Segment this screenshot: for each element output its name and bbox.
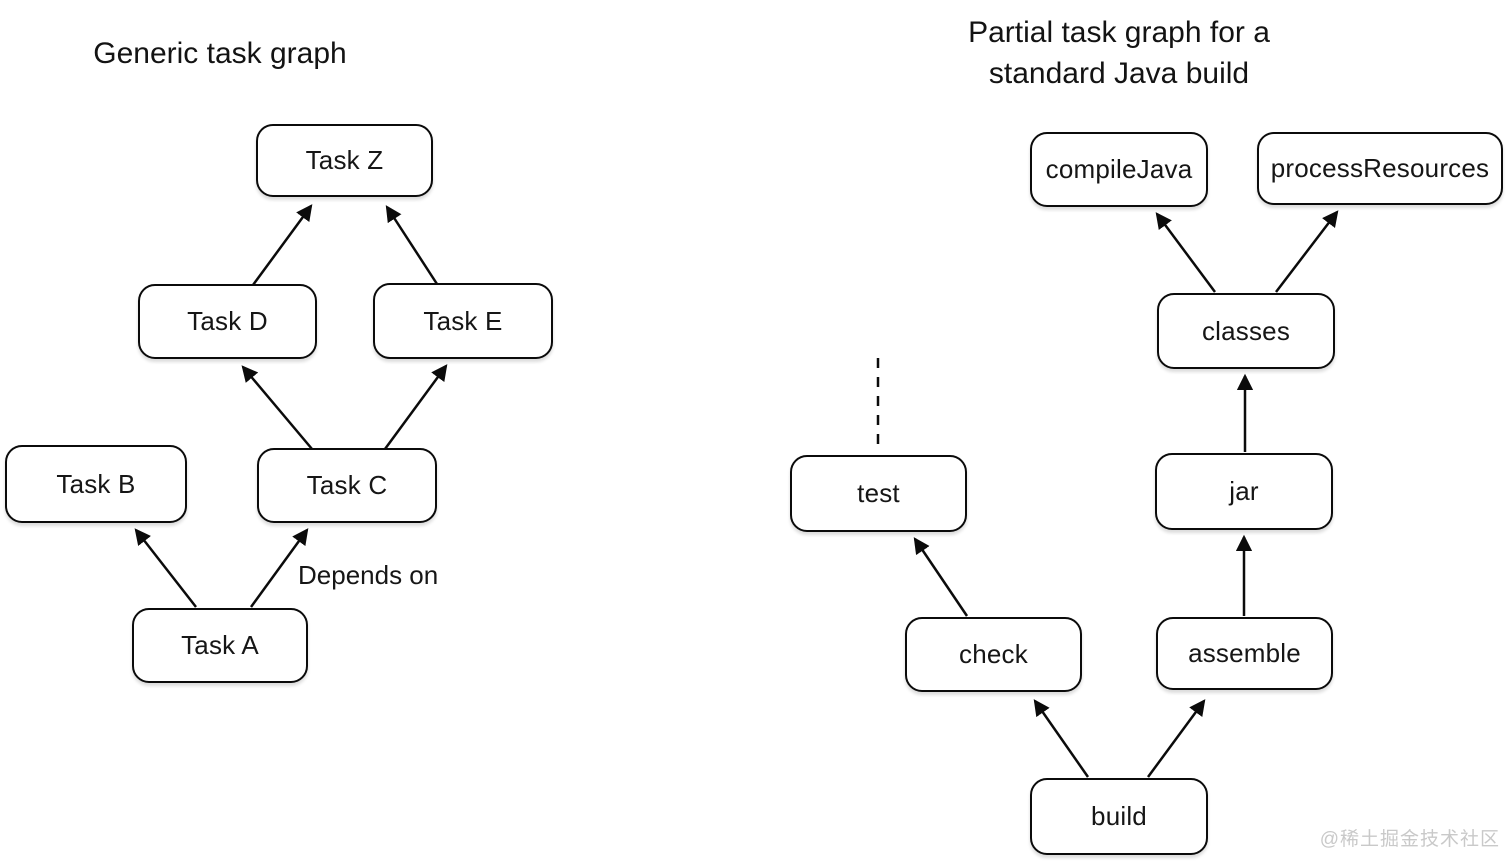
node-label: Task Z [305, 145, 384, 175]
juejin-watermark: @稀土掘金技术社区 [1319, 829, 1500, 850]
node-classes: classes [1157, 293, 1335, 369]
node-task-a: Task A [132, 608, 308, 683]
node-task-z: Task Z [256, 124, 433, 197]
node-task-d: Task D [138, 284, 317, 359]
node-label: Task A [181, 630, 259, 660]
arrow-build-to-check [1033, 699, 1090, 778]
node-label: classes [1201, 315, 1291, 346]
node-label: assemble [1188, 638, 1301, 668]
node-label: processResources [1270, 153, 1490, 183]
node-check: check [905, 617, 1082, 692]
node-jar: jar [1155, 453, 1333, 530]
node-task-e: Task E [373, 283, 553, 359]
arrow-classes-to-processresources [1275, 210, 1339, 293]
arrow-build-to-assemble [1146, 699, 1206, 778]
arrow-check-to-test [913, 537, 969, 617]
right-graph-title: Partial task graph for a standard Java b… [939, 12, 1299, 94]
depends-on-label: Depends on [298, 560, 439, 590]
node-label: build [1091, 801, 1147, 831]
right-graph-title-line1: Partial task graph for a [968, 16, 1270, 49]
node-label: Task C [306, 470, 388, 500]
arrow-task-c-to-task-d [241, 365, 313, 450]
arrow-task-e-to-task-z [385, 205, 439, 285]
arrow-task-d-to-task-z [251, 204, 313, 286]
node-label: compileJava [1045, 154, 1193, 184]
node-compilejava: compileJava [1030, 132, 1208, 207]
arrow-task-a-to-task-b [134, 528, 197, 608]
node-label: Task D [187, 306, 268, 336]
left-graph-title: Generic task graph [93, 37, 347, 70]
arrow-classes-to-compilejava [1155, 212, 1217, 293]
arrow-task-c-to-task-e [383, 364, 448, 450]
node-label: Task B [56, 468, 136, 499]
node-label: check [959, 639, 1028, 669]
right-graph-title-line2: standard Java build [988, 57, 1250, 90]
node-processresources: processResources [1257, 132, 1503, 205]
arrow-task-a-to-task-c [249, 528, 309, 608]
node-label: test [857, 478, 900, 508]
node-task-b: Task B [5, 445, 187, 523]
node-task-c: Task C [257, 448, 437, 523]
node-assemble: assemble [1156, 617, 1333, 690]
node-build: build [1030, 778, 1208, 855]
node-label: Task E [423, 305, 503, 336]
node-test: test [790, 455, 967, 532]
node-label: jar [1229, 476, 1259, 506]
